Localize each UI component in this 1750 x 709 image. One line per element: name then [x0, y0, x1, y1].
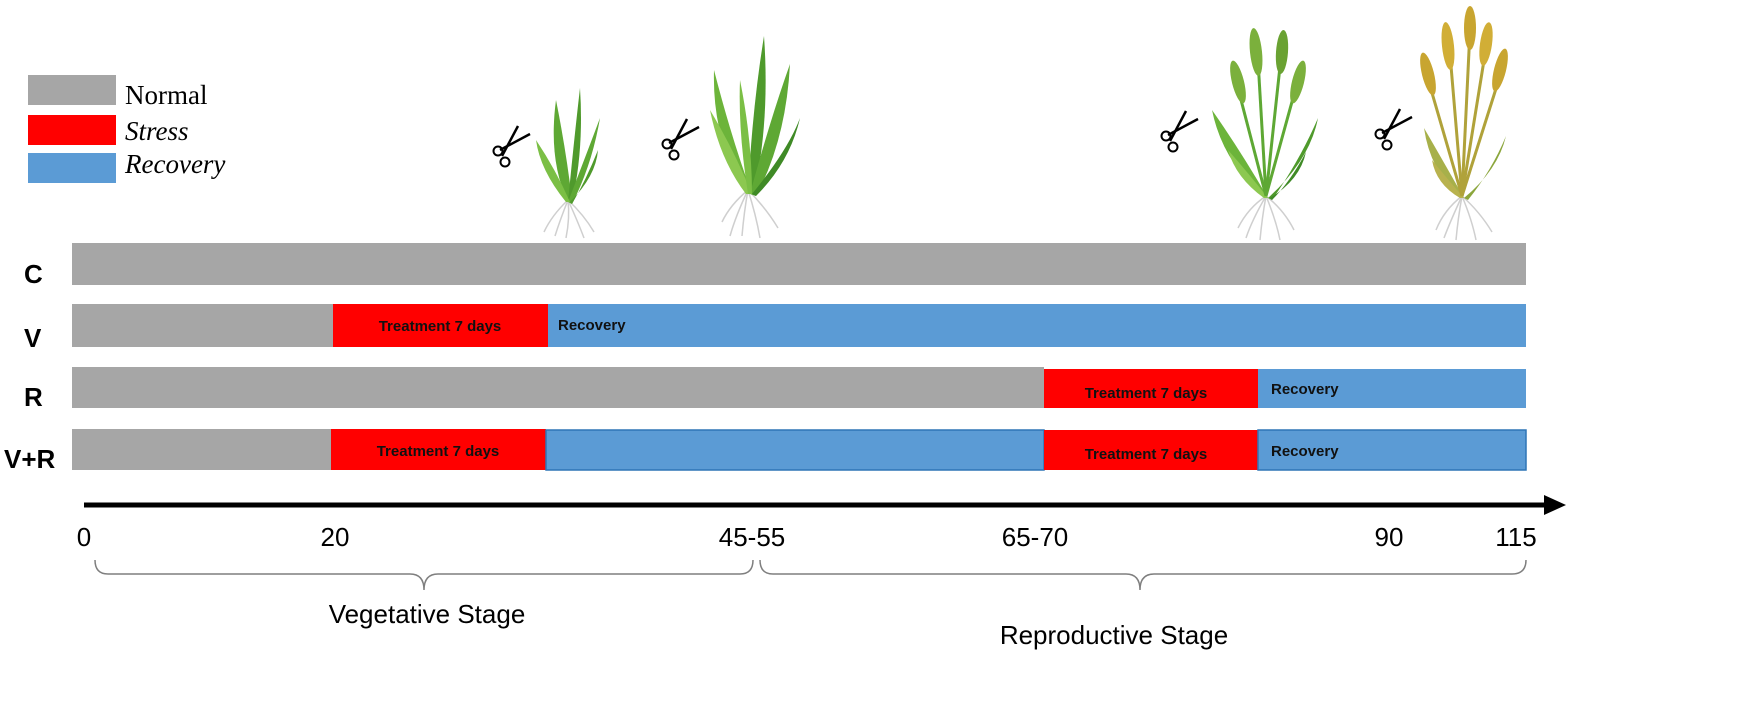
row-vr-recovery-bar-2: [1257, 429, 1527, 471]
timeline-arrowhead: [1544, 495, 1566, 515]
legend-label-stress: Stress: [125, 116, 189, 146]
row-v-normal-bar: [72, 304, 333, 347]
legend-swatch-recovery: [28, 153, 116, 183]
scissors-icon: [1160, 110, 1199, 153]
mature-plant-icon: [1420, 6, 1508, 241]
legend-swatch-normal: [28, 75, 116, 105]
row-c-normal-bar: [72, 243, 1526, 285]
tick-label-45-55: 45-55: [719, 522, 786, 552]
tick-label-65-70: 65-70: [1002, 522, 1069, 552]
tall-plant-icon: [710, 36, 800, 239]
tick-label-0: 0: [77, 522, 91, 552]
row-v-stress-label: Treatment 7 days: [379, 318, 502, 335]
reproductive-stage-brace: [759, 559, 1527, 591]
row-label-vr: V+R: [4, 444, 56, 474]
row-v-recovery-bar: [548, 304, 1526, 347]
row-v-recovery-label: Recovery: [558, 317, 626, 334]
row-v-stress-bar: [333, 304, 548, 347]
tick-label-90: 90: [1375, 522, 1404, 552]
vegetative-stage-label: Vegetative Stage: [329, 599, 526, 629]
tick-label-20: 20: [321, 522, 350, 552]
legend-swatch-stress: [28, 115, 116, 145]
row-vr-stress-label-1: Treatment 7 days: [377, 443, 500, 460]
row-r-recovery-bar: [1258, 369, 1526, 408]
reproductive-stage-label: Reproductive Stage: [1000, 620, 1228, 650]
row-vr-stress-label-2: Treatment 7 days: [1085, 446, 1208, 463]
row-r-stress-label: Treatment 7 days: [1085, 385, 1208, 402]
legend: Normal Stress Recovery: [28, 75, 225, 183]
row-vr-stress-bar-1: [331, 429, 546, 470]
flowering-plant-icon: [1212, 28, 1318, 241]
row-r-stress-bar: [1044, 369, 1258, 408]
row-vr-normal-bar: [72, 429, 331, 470]
timeline-axis: [84, 495, 1566, 515]
row-r-recovery-label: Recovery: [1271, 381, 1339, 398]
row-r-normal-bar: [72, 367, 1044, 408]
legend-label-recovery: Recovery: [124, 149, 225, 179]
row-vr-stress-bar-2: [1044, 430, 1258, 470]
tick-label-115: 115: [1495, 522, 1536, 552]
scissors-icon: [661, 118, 700, 161]
row-label-r: R: [24, 382, 43, 412]
row-label-v: V: [24, 323, 42, 353]
row-label-c: C: [24, 259, 43, 289]
scissors-icon: [492, 125, 531, 168]
legend-label-normal: Normal: [125, 80, 207, 110]
scissors-icon: [1374, 108, 1413, 151]
row-vr-recovery-bar-1: [545, 429, 1045, 471]
vegetative-stage-brace: [94, 559, 754, 591]
young-plant-icon: [536, 88, 600, 239]
row-vr-recovery-label: Recovery: [1271, 443, 1339, 460]
